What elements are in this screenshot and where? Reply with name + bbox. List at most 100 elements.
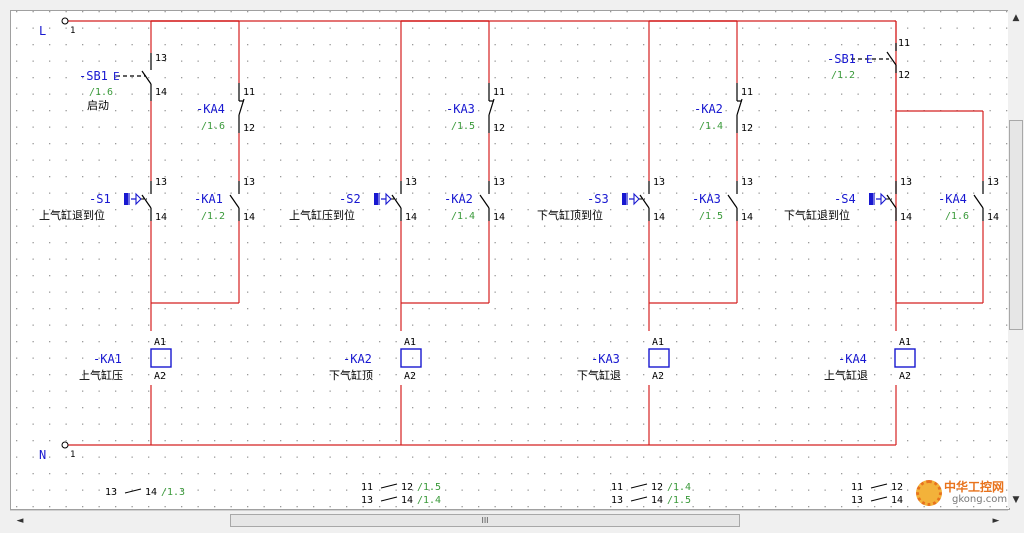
cross-ref-4-2-pin-a: 13 (851, 495, 863, 506)
column-4-hold-tag: -KA4 (938, 192, 967, 206)
start-button-caption: 启动 (87, 99, 109, 112)
start-button-tag: -SB1 (79, 69, 108, 83)
scroll-up-button[interactable]: ▲ (1008, 10, 1024, 26)
watermark-site: gkong.com (952, 494, 1008, 505)
cross-ref-4-2-pin-b: 14 (891, 495, 903, 506)
column-2-coil-tag: -KA2 (343, 352, 372, 366)
column-4-sensor-pin-14: 14 (900, 212, 912, 223)
column-4-hold-pin-13: 13 (987, 177, 999, 188)
horizontal-scrollbar[interactable]: ◄ III ► (10, 510, 1008, 531)
cross-ref-2-1-pin-b: 12 (401, 482, 413, 493)
column-2-sensor-contact-blade (391, 194, 402, 209)
watermark-logo: 中华工控网 gkong.com (912, 478, 1022, 510)
column-2-sensor-caption: 上气缸压到位 (289, 208, 355, 222)
column-2-hold-tag: -KA2 (444, 192, 473, 206)
column-1-coil-pin-a1: A1 (154, 337, 166, 348)
stop-button-pin-12: 12 (898, 70, 910, 81)
cross-ref-1-1-pin-a: 13 (105, 487, 117, 498)
cross-ref-1-1-pin-b: 14 (145, 487, 157, 498)
column-3-coil-pin-a2: A2 (652, 371, 664, 382)
column-1-hold-pin-13: 13 (243, 177, 255, 188)
column-1-coil-tag: -KA1 (93, 352, 122, 366)
column-2-nc-ref: /1.5 (451, 121, 475, 132)
start-button-contact-blade (141, 70, 152, 85)
cross-ref-3-2-pin-a: 13 (611, 495, 623, 506)
cross-ref-4-1-contact-icon (870, 483, 888, 489)
column-3-nc-pin-12: 12 (741, 123, 753, 134)
rail-L-label: L (39, 24, 46, 38)
column-3-sensor-tag: -S3 (587, 192, 609, 206)
cross-ref-4-2-contact-icon (870, 496, 888, 502)
column-1-hold-pin-14: 14 (243, 212, 255, 223)
cross-ref-3-2-pin-b: 14 (651, 495, 663, 506)
symbols (61, 17, 984, 502)
column-2-sensor-actuator (378, 193, 386, 205)
column-4-hold-ref: /1.6 (945, 211, 969, 222)
column-2-hold-pin-13: 13 (493, 177, 505, 188)
column-3-sensor-caption: 下气缸顶到位 (537, 208, 603, 222)
start-button-ref: /1.6 (89, 87, 113, 98)
column-2-hold-pin-14: 14 (493, 212, 505, 223)
cross-ref-2-2-contact-icon (380, 496, 398, 502)
column-2-coil-box (400, 348, 422, 368)
vertical-scroll-thumb[interactable] (1009, 120, 1023, 330)
cross-ref-3-2-ref: /1.5 (667, 495, 691, 506)
stop-button-tag: -SB1 (827, 52, 856, 66)
column-4-sensor-bracket (869, 193, 873, 205)
rail-N-label: N (39, 448, 46, 462)
column-3-nc-contact-blade (736, 98, 743, 116)
column-2-sensor-pin-14: 14 (405, 212, 417, 223)
gear-icon (916, 480, 942, 506)
start-button-pin-13: 13 (155, 53, 167, 64)
column-2-nc-pin-12: 12 (493, 123, 505, 134)
column-3-coil-box (648, 348, 670, 368)
column-3-nc-pin-11: 11 (741, 87, 753, 98)
cross-ref-3-1-pin-b: 12 (651, 482, 663, 493)
column-3-hold-ref: /1.5 (699, 211, 723, 222)
column-2-nc-contact-blade (488, 98, 495, 116)
terminal-N-icon (61, 441, 69, 449)
cross-ref-2-2-ref: /1.4 (417, 495, 441, 506)
column-3-sensor-contact-blade (639, 194, 650, 209)
grid-dots (11, 11, 1009, 509)
cross-ref-3-1-contact-icon (630, 483, 648, 489)
column-1-nc-contact-blade (238, 98, 245, 116)
column-1-sensor-pin-14: 14 (155, 212, 167, 223)
column-3-coil-caption: 下气缸退 (577, 368, 621, 382)
column-1-coil-box (150, 348, 172, 368)
column-1-sensor-contact-blade (141, 194, 152, 209)
column-2-sensor-diamond (385, 192, 392, 206)
cross-ref-2-1-contact-icon (380, 483, 398, 489)
start-button-pin-14: 14 (155, 87, 167, 98)
column-4-sensor-contact-blade (886, 194, 897, 209)
stop-button-ref: /1.2 (831, 70, 855, 81)
column-2-nc-tag: -KA3 (446, 102, 475, 116)
stop-button-contact-blade (886, 51, 897, 66)
column-3-nc-tag: -KA2 (694, 102, 723, 116)
terminal-L-number: 1 (70, 26, 75, 36)
column-4-coil-pin-a1: A1 (899, 337, 911, 348)
column-4-sensor-tag: -S4 (834, 192, 856, 206)
scroll-left-button[interactable]: ◄ (16, 516, 24, 526)
cross-ref-2-1-pin-a: 11 (361, 482, 373, 493)
column-3-sensor-pin-14: 14 (653, 212, 665, 223)
column-1-hold-contact-blade (229, 194, 240, 209)
scroll-down-button[interactable]: ▼ (1008, 492, 1024, 508)
column-1-coil-caption: 上气缸压 (79, 368, 123, 382)
column-2-nc-pin-11: 11 (493, 87, 505, 98)
stop-button-pin-11: 11 (898, 38, 910, 49)
column-1-sensor-pin-13: 13 (155, 177, 167, 188)
watermark-title: 中华工控网 (944, 480, 1005, 494)
cross-ref-4-1-pin-b: 12 (891, 482, 903, 493)
scroll-right-button[interactable]: ► (992, 516, 1000, 526)
column-1-sensor-caption: 上气缸退到位 (39, 208, 105, 222)
vertical-scrollbar[interactable]: ▲ ▼ (1008, 10, 1024, 508)
column-1-hold-ref: /1.2 (201, 211, 225, 222)
column-4-sensor-caption: 下气缸退到位 (784, 208, 850, 222)
column-2-coil-pin-a1: A1 (404, 337, 416, 348)
horizontal-scroll-thumb[interactable]: III (230, 514, 740, 527)
column-1-nc-tag: -KA4 (196, 102, 225, 116)
